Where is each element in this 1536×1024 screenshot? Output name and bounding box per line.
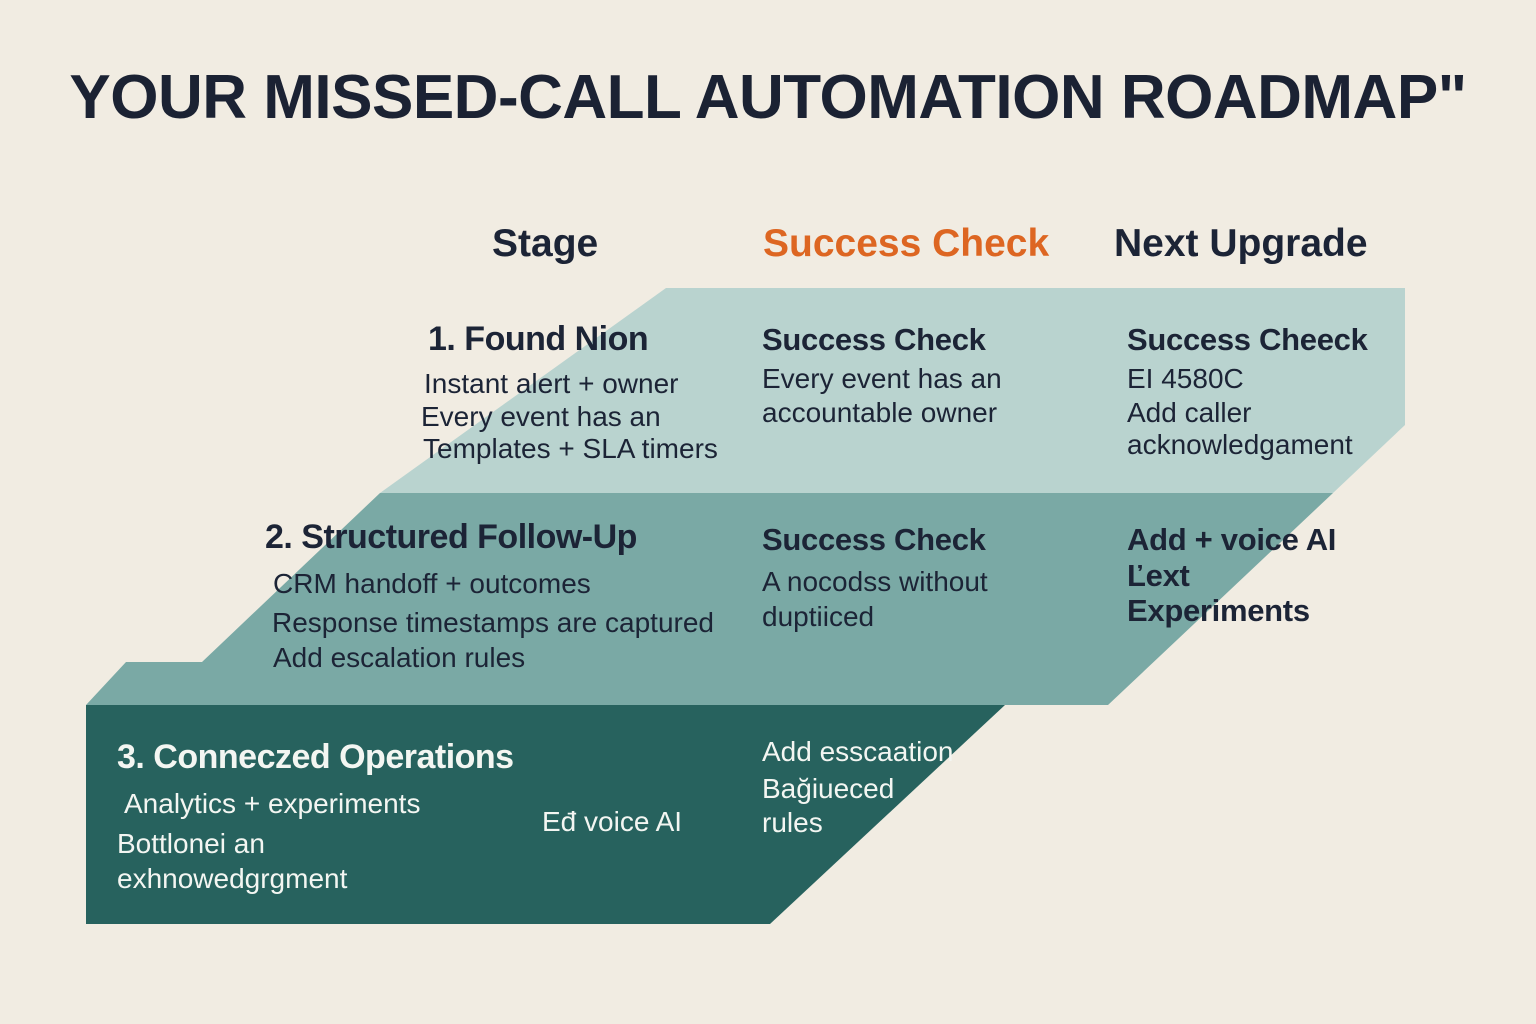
- stage-2-line-3: Add escalation rules: [273, 642, 526, 673]
- stage-3-check-line-1: Add esscaation: [762, 736, 954, 767]
- stage-2-name: 2. Structured Follow-Up: [265, 518, 637, 556]
- stage-1-line-2: Every event has an: [421, 401, 661, 432]
- stage-1-line-3: Templates + SLA timers: [423, 433, 718, 464]
- column-header-stage: Stage: [492, 222, 599, 265]
- stage-1-band: [380, 288, 1405, 493]
- stage-1-check-line-2: accountable owner: [762, 397, 998, 428]
- stage-1-upgrade-line-2: Add caller: [1127, 397, 1252, 428]
- stage-2-line-1: CRM handoff + outcomes: [273, 568, 591, 599]
- stage-1-name: 1. Found Nion: [428, 320, 649, 358]
- column-header-success-check: Success Check: [763, 222, 1050, 265]
- stage-1-upgrade-line-1: EI 4580C: [1127, 363, 1244, 394]
- stage-2-check-heading: Success Check: [762, 522, 986, 557]
- stage-3-middle-text: Eđ voice AI: [542, 806, 683, 837]
- stage-1-line-1: Instant alert + owner: [424, 368, 679, 399]
- stage-3-check-line-3: rules: [762, 807, 823, 838]
- stage-3-line-2: Bottlonei an: [117, 828, 265, 859]
- stage-3-check-line-2: Bağiueced: [762, 773, 895, 804]
- stage-3-name: 3. Conneczed Operations: [117, 738, 514, 776]
- stage-3-line-3: exhnowedgrgment: [117, 863, 348, 894]
- column-header-next-upgrade: Next Upgrade: [1114, 222, 1368, 265]
- stage-3-line-1: Analytics + experiments: [124, 788, 421, 819]
- stage-1-upgrade-line-3: acknowledgament: [1127, 429, 1353, 460]
- stage-2-check-line-2: duptiiced: [762, 601, 875, 632]
- stage-2-check-line-1: A nocodss without: [762, 566, 988, 597]
- page-title: YOUR MISSED-CALL AUTOMATION ROADMAP": [69, 63, 1467, 132]
- stage-2-line-2: Response timestamps are captured: [272, 607, 714, 638]
- stage-2-upgrade-line-2: Ľext: [1127, 558, 1190, 593]
- stage-1-check-line-1: Every event has an: [762, 363, 1002, 394]
- stage-1-check-heading: Success Check: [762, 322, 986, 357]
- stage-3-band: [86, 705, 1005, 924]
- stage-2-upgrade-line-1: Add + voice AI: [1127, 522, 1337, 557]
- stage-1-upgrade-heading: Success Cheeck: [1127, 322, 1368, 357]
- stage-2-upgrade-line-3: Experiments: [1127, 593, 1310, 628]
- stage-2-band: [86, 493, 1333, 705]
